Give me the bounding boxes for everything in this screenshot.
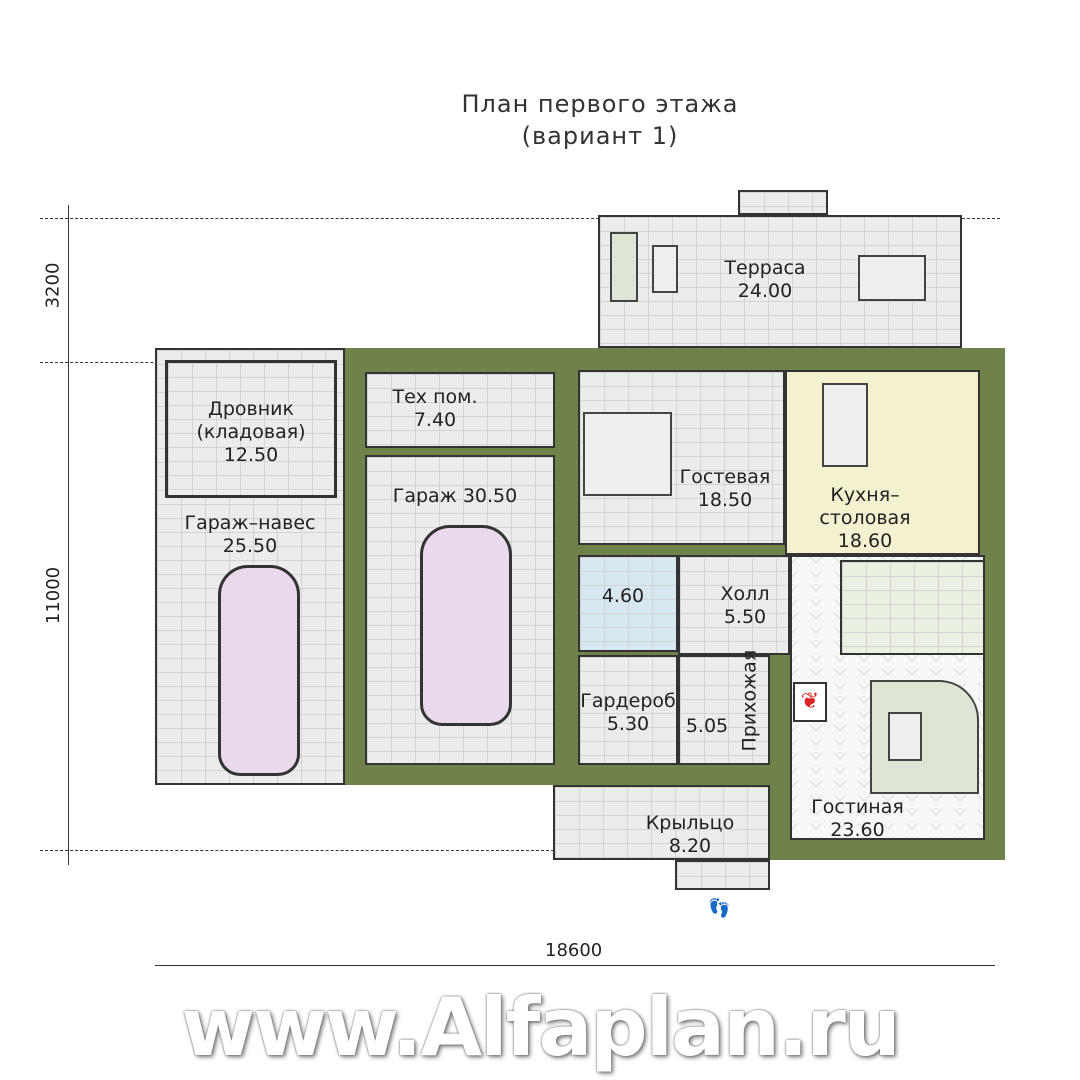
- dimension-line-bottom: [40, 850, 1000, 851]
- room-area: 5.30: [606, 713, 650, 735]
- room-area: 18.50: [697, 489, 753, 511]
- room-tech: [365, 372, 555, 448]
- table-icon: [652, 245, 678, 293]
- dimension-line-top: [40, 218, 1000, 219]
- room-area: 23.60: [830, 819, 885, 841]
- plan-subtitle: (вариант 1): [521, 122, 679, 150]
- room-wardrobe: [578, 655, 678, 765]
- room-area: 18.60: [837, 530, 893, 552]
- dining-table-icon: [822, 383, 868, 467]
- room-porch: [553, 785, 770, 860]
- room-name: Дровник: [208, 398, 294, 420]
- room-area: 5.50: [723, 606, 767, 628]
- coffee-table-icon: [888, 712, 922, 761]
- dimension-18600: 18600: [545, 940, 603, 961]
- dimension-line-horizontal: [155, 965, 995, 966]
- corner-sofa-icon: [870, 680, 979, 794]
- room-name: Кухня–столовая: [819, 484, 911, 529]
- room-hall: [678, 555, 790, 655]
- room-label-entrance-name: Прихожая: [738, 649, 761, 752]
- porch-steps: [675, 860, 770, 890]
- room-bathroom: [578, 555, 678, 652]
- room-label-garage: Гараж 30.50: [380, 485, 530, 508]
- dimension-line-vertical: [68, 205, 69, 865]
- staircase: [840, 560, 985, 655]
- dimension-11000: 11000: [43, 566, 65, 625]
- watermark: www.Alfaplan.ru: [181, 981, 901, 1074]
- room-area: 24.00: [737, 280, 793, 302]
- room-area: 30.50: [462, 485, 518, 507]
- room-name: Крыльцо: [645, 812, 735, 834]
- room-kitchen: [785, 370, 980, 555]
- bed-icon: [583, 412, 672, 496]
- room-label-woodshed: Дровник(кладовая)12.50: [165, 398, 337, 467]
- room-name: Гардероб: [580, 690, 676, 712]
- dimension-3200: 3200: [42, 262, 64, 309]
- room-area: 25.50: [222, 535, 278, 557]
- room-area: 4.60: [601, 585, 645, 607]
- room-name: Гостиная: [811, 796, 904, 818]
- room-area: 8.20: [668, 835, 712, 857]
- sofa-icon: [610, 232, 638, 302]
- room-name: Тех пом.: [392, 386, 478, 408]
- room-note: (кладовая): [196, 421, 306, 443]
- plan-title: План первого этажа: [461, 90, 739, 118]
- room-label-entrance-area: 5.05: [685, 715, 729, 737]
- room-name: Гараж–навес: [184, 512, 316, 534]
- room-name: Холл: [720, 583, 770, 605]
- entrance-footprints-icon: 👣: [708, 898, 731, 919]
- room-area: 7.40: [413, 409, 457, 431]
- dining-table-icon: [858, 255, 926, 301]
- room-area: 12.50: [223, 444, 279, 466]
- room-name: Гараж: [392, 485, 457, 507]
- room-label-tech: Тех пом.7.40: [365, 386, 505, 432]
- room-name: Гостевая: [679, 466, 771, 488]
- room-entrance: [678, 655, 770, 765]
- room-label-bathroom: 4.60: [578, 585, 668, 608]
- terrace-steps: [738, 190, 828, 215]
- room-guest: [578, 370, 785, 545]
- car-icon: [420, 525, 512, 726]
- room-woodshed: [165, 360, 337, 498]
- car-icon: [218, 565, 300, 776]
- fireplace-icon: ❦: [793, 682, 827, 722]
- room-name: Терраса: [724, 257, 806, 279]
